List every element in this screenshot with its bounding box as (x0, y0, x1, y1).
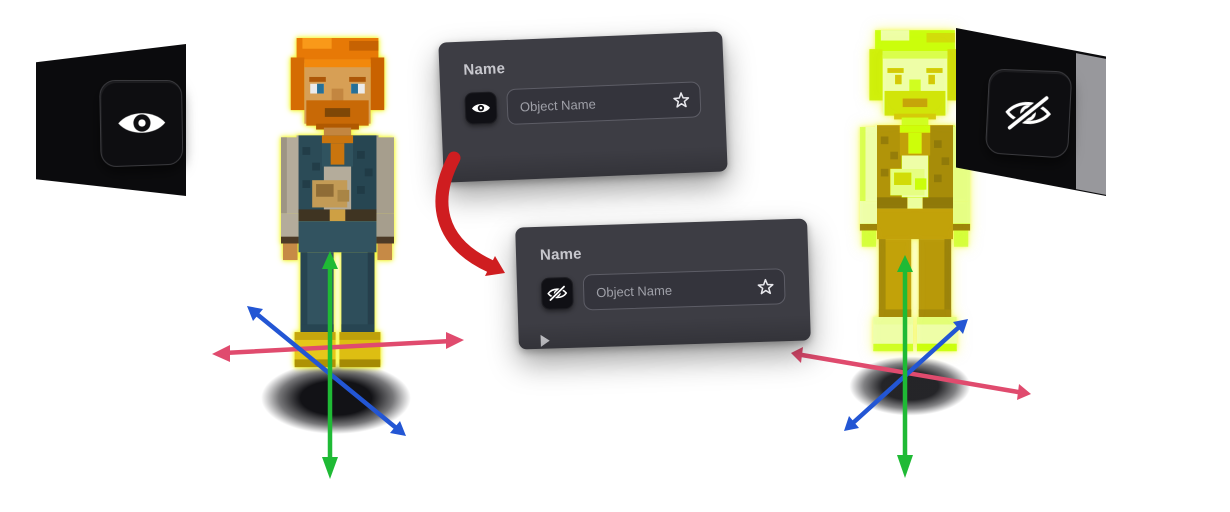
visibility-on-button[interactable] (99, 79, 184, 168)
eye-icon (118, 112, 166, 134)
section-label: Name (539, 245, 582, 264)
visibility-toggle-button[interactable] (540, 276, 574, 310)
object-name-input[interactable]: Object Name (506, 81, 702, 126)
object-name-input[interactable]: Object Name (582, 268, 786, 311)
visibility-off-button[interactable] (984, 68, 1073, 159)
object-name-value: Object Name (519, 95, 597, 115)
visibility-toggle-button[interactable] (464, 91, 498, 125)
axis-z-handle[interactable] (247, 306, 406, 436)
favorite-star-icon[interactable] (671, 90, 691, 110)
collapsed-section-arrow (540, 334, 550, 347)
section-label: Name (463, 60, 506, 79)
eye-icon (471, 103, 490, 113)
character-shadow (232, 348, 440, 448)
transform-gizmo-hidden[interactable] (790, 250, 1035, 485)
eye-off-icon (547, 285, 568, 302)
axis-x-handle[interactable] (212, 332, 464, 362)
name-panel-visible: Name Object Name (438, 31, 728, 183)
object-name-value: Object Name (595, 282, 673, 300)
panel-edge-highlight (1076, 53, 1106, 195)
annotation-arrow (435, 151, 505, 276)
eye-off-icon (1001, 91, 1055, 136)
axis-y-handle[interactable] (322, 251, 338, 479)
favorite-star-icon[interactable] (756, 277, 776, 297)
name-panel-hidden: Name Object Name (515, 218, 811, 350)
transform-gizmo[interactable] (210, 245, 465, 490)
hidden-character-shadow (826, 345, 994, 427)
axis-y-handle[interactable] (897, 255, 913, 478)
